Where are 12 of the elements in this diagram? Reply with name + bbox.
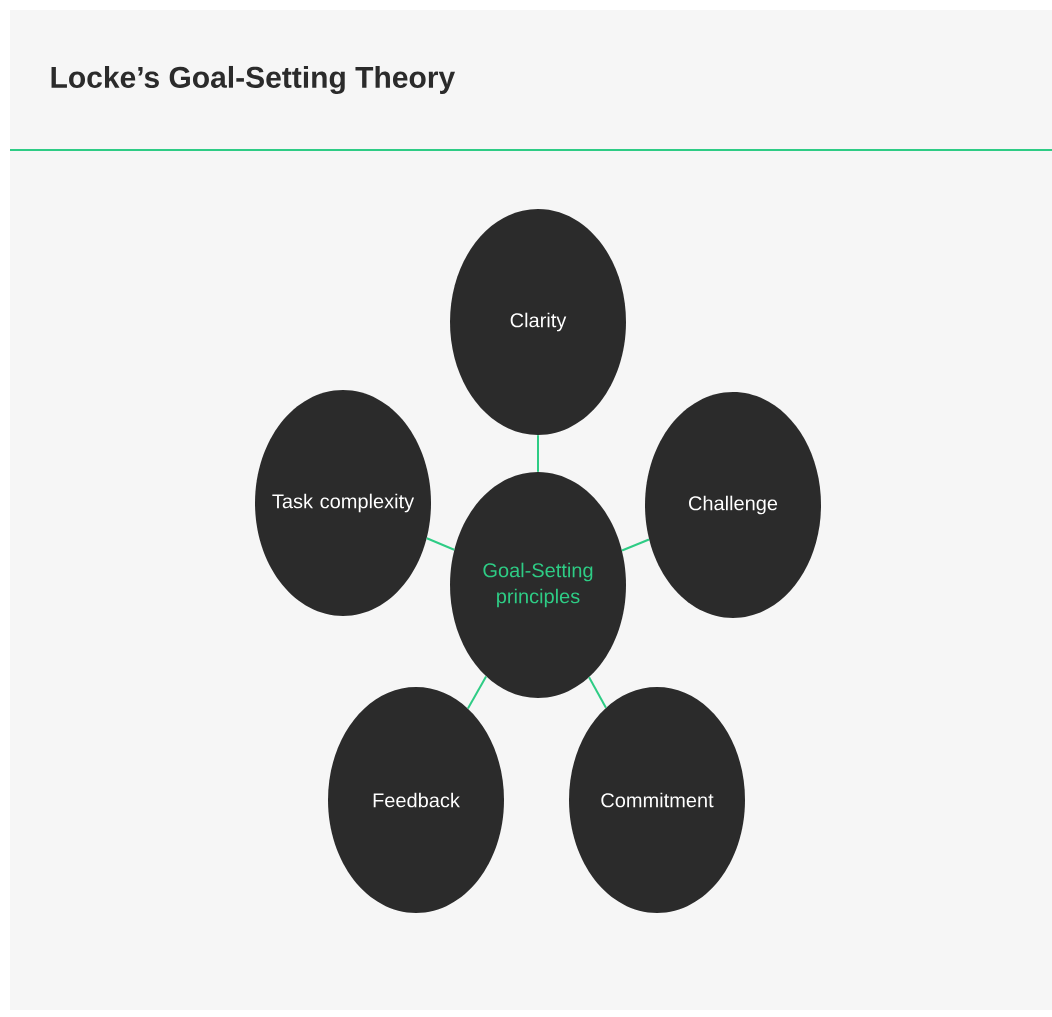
- connector-line: [425, 537, 456, 551]
- circle-node: Challenge: [645, 392, 821, 618]
- circle-node: Clarity: [450, 209, 626, 435]
- connector-line: [466, 675, 488, 710]
- circle-node: Task complexity: [255, 390, 431, 616]
- connector-line: [537, 434, 539, 473]
- title: Locke’s Goal-Setting Theory: [51, 65, 455, 95]
- circle-node: Feedback: [328, 687, 504, 913]
- circle-node: Commitment: [569, 687, 745, 913]
- circle-node: Goal-Setting principles: [450, 472, 626, 698]
- connector-line: [621, 538, 650, 552]
- connector-line: [588, 676, 607, 709]
